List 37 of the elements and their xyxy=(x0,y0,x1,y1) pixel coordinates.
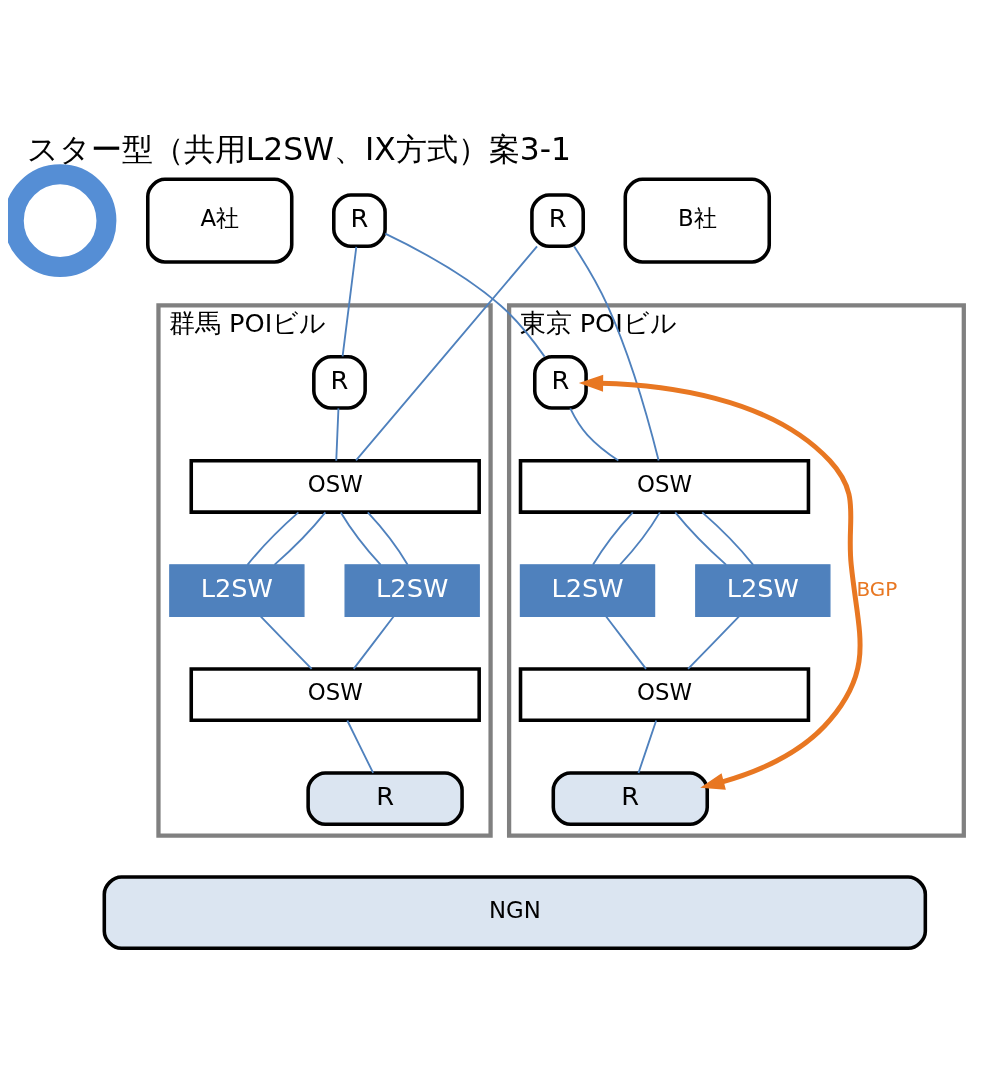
connector xyxy=(259,615,313,670)
connector xyxy=(346,719,375,774)
connector xyxy=(335,407,340,462)
connector xyxy=(687,615,740,670)
connector xyxy=(592,511,634,566)
node-box: L2SW xyxy=(344,564,480,617)
connector xyxy=(246,511,300,566)
node-box: NGN xyxy=(102,875,928,951)
connector xyxy=(573,245,660,462)
node-circle xyxy=(8,164,117,277)
node-box: OSW xyxy=(518,667,811,722)
connector xyxy=(637,719,658,774)
connector xyxy=(273,511,327,566)
connector xyxy=(605,615,647,670)
node-box: OSW xyxy=(189,667,481,722)
node-box: L2SW xyxy=(169,564,305,617)
edge-label: BGP xyxy=(856,576,898,601)
node-box: B社 xyxy=(623,177,771,264)
connector xyxy=(618,511,661,566)
node-box: R xyxy=(306,771,464,827)
node-box: OSW xyxy=(518,459,811,514)
connector xyxy=(366,511,409,566)
connector xyxy=(701,511,755,566)
node-box: R xyxy=(551,771,709,827)
arrow xyxy=(578,374,863,790)
connector xyxy=(569,407,620,462)
node-box: OSW xyxy=(189,459,481,514)
node-box: L2SW xyxy=(695,564,831,617)
connector xyxy=(674,511,728,566)
connector xyxy=(339,511,382,566)
connector xyxy=(352,615,395,670)
diagram-title: スター型（共用L2SW、IX方式）案3-1 xyxy=(26,130,571,167)
connector xyxy=(355,245,538,462)
node-box: L2SW xyxy=(519,564,656,617)
connector xyxy=(384,232,546,358)
connector xyxy=(341,245,358,358)
node-box: A社 xyxy=(146,177,294,264)
